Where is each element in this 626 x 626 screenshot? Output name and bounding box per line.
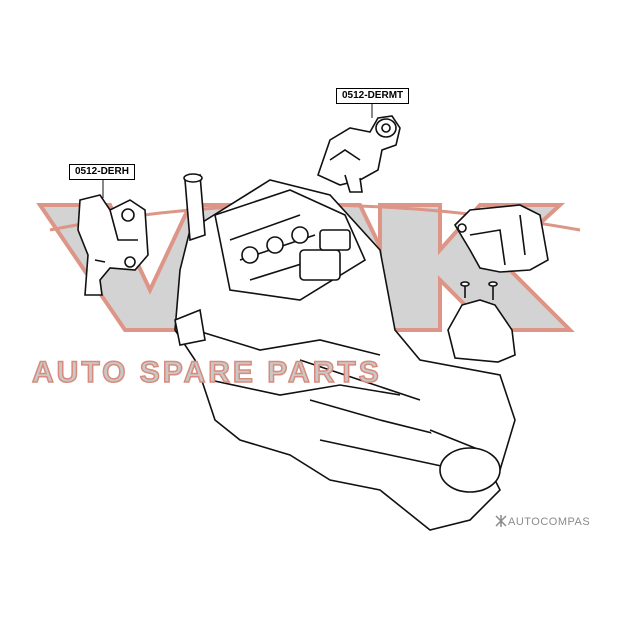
autocompas-logo-icon — [495, 515, 507, 527]
part-label-left-mount: 0512-DERH — [69, 164, 135, 180]
engine-block — [174, 173, 516, 531]
part-label-upper-mount: 0512-DERMT — [336, 88, 410, 104]
mount-derh — [77, 194, 149, 296]
mount-right-lower — [447, 281, 516, 363]
mount-dermt — [317, 115, 401, 193]
autocompas-brand: AUTOCOMPAS — [508, 516, 591, 528]
watermark-subtitle: AUTO SPARE PARTS — [31, 355, 382, 390]
mount-right-upper — [453, 204, 549, 273]
